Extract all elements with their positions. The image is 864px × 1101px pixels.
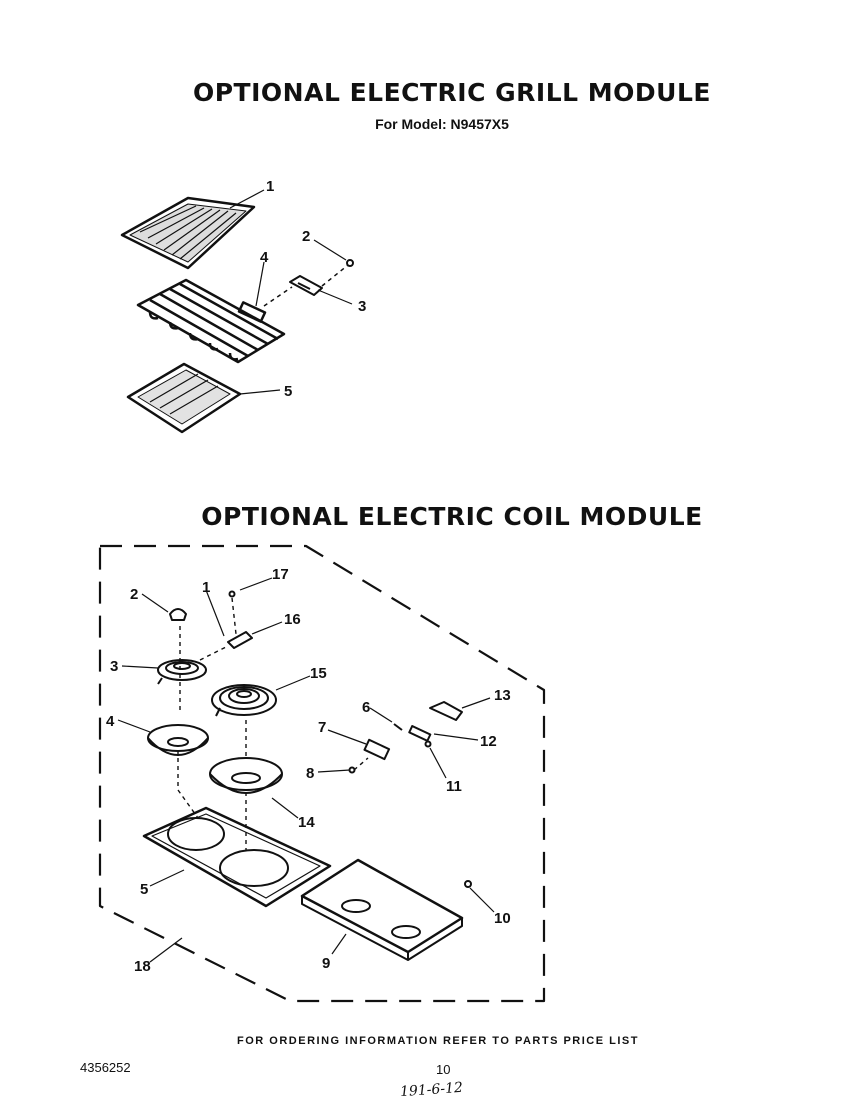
coil-receptacle-part — [227, 631, 253, 649]
grill-terminal-block-part — [289, 275, 323, 296]
coil-callout-5: 5 — [140, 881, 148, 898]
grill-callout-1: 1 — [266, 178, 274, 195]
coil-large-element-part — [211, 684, 277, 717]
grill-callout-2: 2 — [302, 228, 310, 245]
coil-cap-part — [169, 608, 187, 621]
coil-callout-15: 15 — [310, 665, 327, 682]
coil-callout-17: 17 — [272, 566, 289, 583]
page-number: 10 — [436, 1062, 451, 1077]
coil-terminal-parts — [348, 701, 463, 774]
grill-grate-part — [120, 196, 256, 270]
coil-callout-4: 4 — [106, 713, 115, 730]
ordering-note: FOR ORDERING INFORMATION REFER TO PARTS … — [237, 1035, 639, 1047]
coil-callout-16: 16 — [284, 611, 301, 628]
coil-top-screw-part — [228, 590, 236, 598]
coil-callout-11: 11 — [446, 778, 462, 795]
grill-callout-5: 5 — [284, 383, 292, 400]
coil-callout-14: 14 — [298, 814, 315, 831]
coil-callout-8: 8 — [306, 765, 314, 782]
coil-callout-7: 7 — [318, 719, 326, 736]
coil-box-screw-part — [464, 880, 472, 888]
grill-callout-3: 3 — [358, 298, 366, 315]
coil-callout-12: 12 — [480, 733, 497, 750]
coil-module-enclosure — [98, 544, 546, 1003]
coil-callout-1: 1 — [202, 579, 210, 596]
coil-burner-box-part — [300, 858, 464, 961]
coil-callout-6: 6 — [362, 699, 370, 716]
grill-screw-part — [346, 259, 354, 267]
coil-callout-2: 2 — [130, 586, 138, 603]
coil-module-title: OPTIONAL ELECTRIC COIL MODULE — [201, 502, 703, 531]
grill-module-title: OPTIONAL ELECTRIC GRILL MODULE — [192, 78, 711, 107]
grill-drip-pan-part — [126, 362, 242, 434]
document-number: 4356252 — [80, 1060, 131, 1075]
coil-callout-10: 10 — [494, 910, 511, 927]
grill-element-part — [136, 278, 286, 364]
grill-callout-4: 4 — [260, 249, 269, 266]
model-line: For Model: N9457X5 — [375, 116, 509, 132]
coil-callout-13: 13 — [494, 687, 511, 704]
coil-callout-3: 3 — [110, 658, 118, 675]
coil-callout-18: 18 — [134, 958, 151, 975]
coil-callout-9: 9 — [322, 955, 330, 972]
coil-trim-frame-part — [142, 806, 332, 908]
coil-large-bowl-part — [209, 757, 283, 794]
coil-small-element-part — [157, 659, 207, 685]
